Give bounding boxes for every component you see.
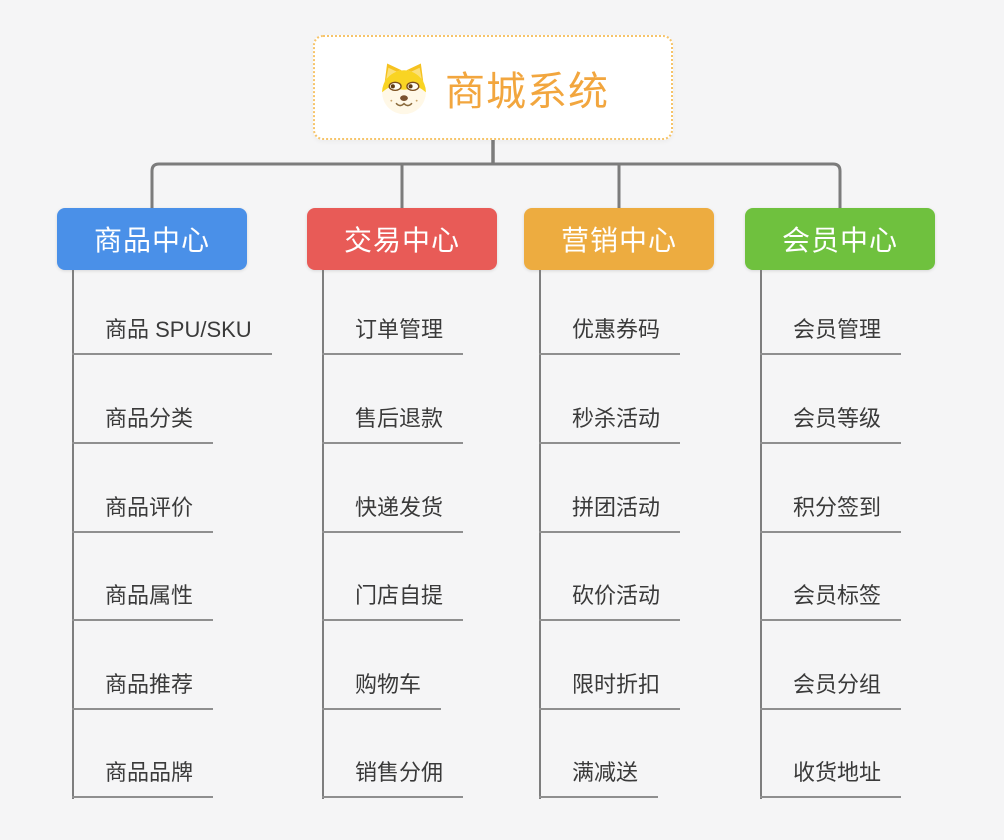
leaf-topic[interactable]: 会员管理 <box>760 316 902 355</box>
root-topic-title: 商城系统 <box>445 69 609 114</box>
branch-topic-label: 商品中心 <box>93 225 210 256</box>
leaf-topic[interactable]: 拼团活动 <box>539 494 681 533</box>
leaf-topic[interactable]: 会员等级 <box>760 405 902 444</box>
leaf-topic[interactable]: 售后退款 <box>322 405 464 444</box>
leaf-topic[interactable]: 销售分佣 <box>322 759 464 798</box>
leaf-topic[interactable]: 商品评价 <box>72 494 214 533</box>
leaf-topic[interactable]: 限时折扣 <box>539 671 681 710</box>
branch-topic-1[interactable]: 商品中心 <box>57 208 247 270</box>
branch-topic-label: 会员中心 <box>781 225 898 256</box>
branch-tree-line <box>539 270 541 799</box>
doge-dog-icon <box>382 63 426 114</box>
branch-tree-line <box>760 270 762 799</box>
leaf-topic[interactable]: 购物车 <box>322 671 442 710</box>
leaf-topic[interactable]: 快递发货 <box>322 494 464 533</box>
leaf-topic[interactable]: 商品分类 <box>72 405 214 444</box>
leaf-topic[interactable]: 积分签到 <box>760 494 902 533</box>
leaf-topic[interactable]: 砍价活动 <box>539 582 681 621</box>
branch-topic-3[interactable]: 营销中心 <box>524 208 714 270</box>
branch-topic-label: 营销中心 <box>560 225 677 256</box>
branch-topic-4[interactable]: 会员中心 <box>745 208 935 270</box>
branch-tree-line <box>72 270 74 799</box>
leaf-topic[interactable]: 订单管理 <box>322 316 464 355</box>
leaf-topic[interactable]: 商品属性 <box>72 582 214 621</box>
leaf-topic[interactable]: 优惠券码 <box>539 316 681 355</box>
leaf-topic[interactable]: 商品品牌 <box>72 759 214 798</box>
leaf-topic[interactable]: 收货地址 <box>760 759 902 798</box>
root-topic[interactable]: 商城系统 <box>313 35 673 140</box>
leaf-topic[interactable]: 会员分组 <box>760 671 902 710</box>
branch-tree-line <box>322 270 324 799</box>
branch-topic-2[interactable]: 交易中心 <box>307 208 497 270</box>
leaf-topic[interactable]: 秒杀活动 <box>539 405 681 444</box>
leaf-topic[interactable]: 会员标签 <box>760 582 902 621</box>
leaf-topic[interactable]: 满减送 <box>539 759 659 798</box>
leaf-topic[interactable]: 商品推荐 <box>72 671 214 710</box>
leaf-topic[interactable]: 商品 SPU/SKU <box>72 316 272 355</box>
leaf-topic[interactable]: 门店自提 <box>322 582 464 621</box>
branch-topic-label: 交易中心 <box>343 225 460 256</box>
